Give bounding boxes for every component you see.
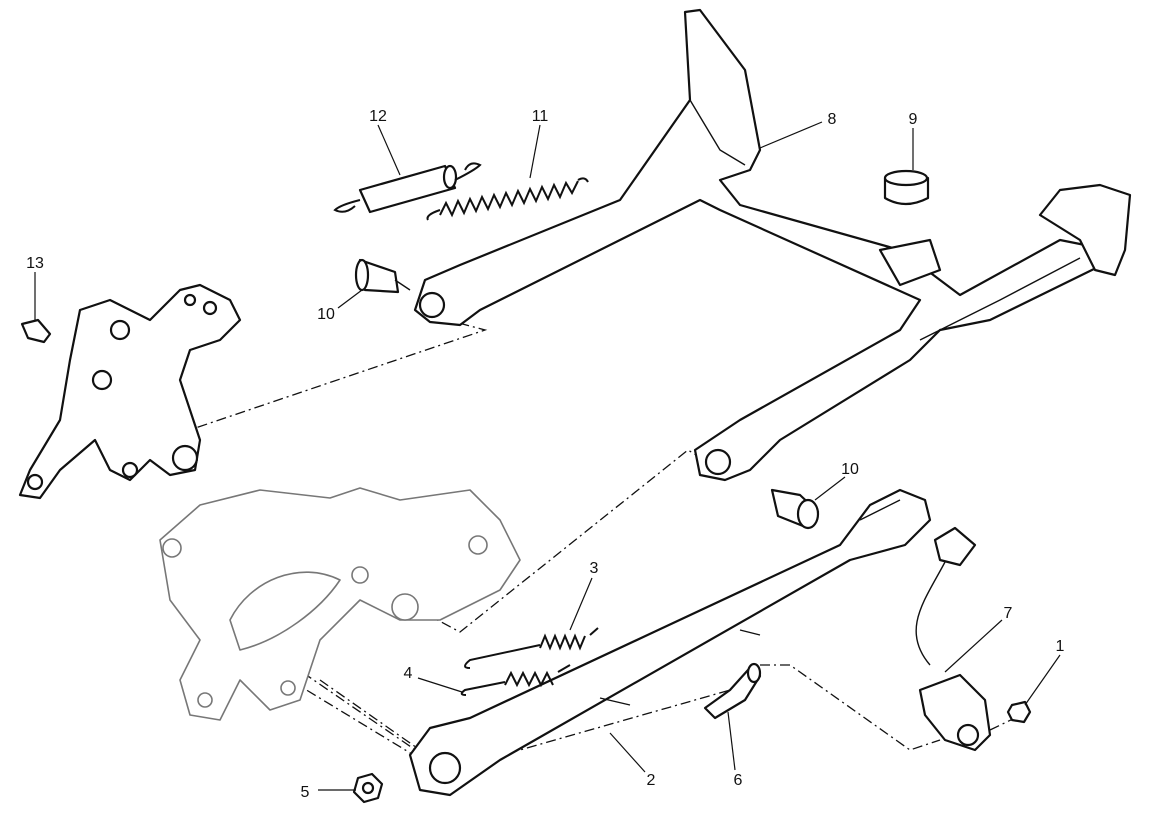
- part-10-pivot-bolt-upper: [354, 258, 411, 294]
- part-8-center-stand: [413, 8, 1132, 482]
- part-9-rubber-pad: [883, 169, 930, 206]
- part-1-screw: [1006, 700, 1032, 724]
- callout-13: 13: [26, 255, 44, 272]
- callout-9: 9: [909, 111, 918, 128]
- callout-7: 7: [1004, 605, 1013, 622]
- part-12-spring: [333, 162, 482, 214]
- part-11-spring: [426, 177, 589, 221]
- callout-2: 2: [647, 772, 656, 789]
- callout-1: 1: [1056, 638, 1065, 655]
- callout-4: 4: [404, 665, 413, 682]
- callout-5: 5: [301, 784, 310, 801]
- callout-11: 11: [532, 108, 549, 125]
- footpeg-bracket: [18, 283, 242, 500]
- part-10-pivot-bolt-lower: [770, 488, 820, 530]
- callout-6: 6: [734, 772, 743, 789]
- part-13-bolt: [20, 318, 52, 344]
- callout-3: 3: [590, 560, 599, 577]
- callout-10-upper: 10: [317, 306, 335, 323]
- callout-12: 12: [369, 108, 387, 125]
- part-3-spring: [464, 627, 599, 669]
- leader-lines: [34, 121, 1061, 791]
- callout-8: 8: [828, 111, 837, 128]
- part-6-bolt: [703, 662, 762, 720]
- part-7-sidestand-switch: [915, 526, 992, 752]
- part-2-side-stand: [408, 488, 932, 797]
- frame-bracket-lower: [159, 487, 521, 721]
- callout-10-lower: 10: [841, 461, 859, 478]
- part-4-spring: [460, 664, 571, 696]
- part-5-nut: [352, 772, 384, 804]
